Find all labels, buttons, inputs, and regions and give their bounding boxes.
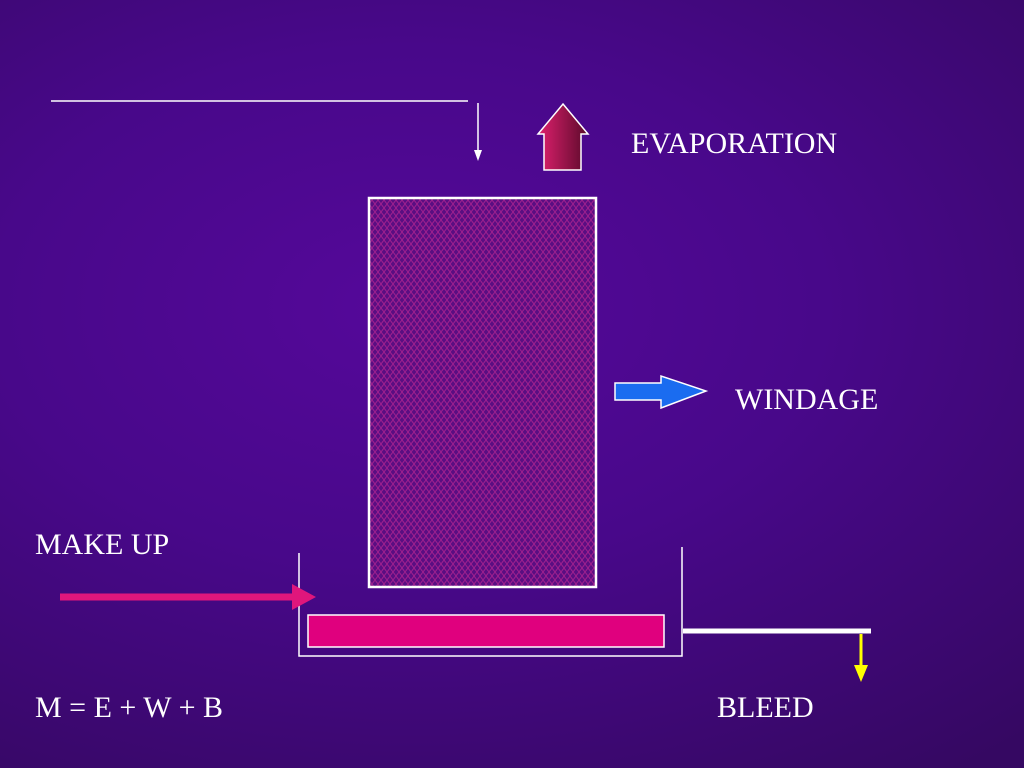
bleed-label: BLEED	[717, 691, 814, 724]
make-up-right-arrow-icon	[60, 584, 316, 610]
windage-right-arrow-icon	[614, 374, 709, 410]
fill-packing	[367, 196, 598, 589]
mass-balance-equation: M = E + W + B	[35, 691, 223, 724]
evaporation-up-arrow-icon	[536, 102, 590, 171]
water-inlet-arrow-icon	[474, 103, 482, 161]
windage-label: WINDAGE	[735, 383, 879, 416]
evaporation-label: EVAPORATION	[631, 127, 838, 160]
make-up-label: MAKE UP	[35, 528, 170, 561]
bleed-down-arrow-icon	[854, 634, 868, 682]
basin-water	[307, 614, 665, 648]
